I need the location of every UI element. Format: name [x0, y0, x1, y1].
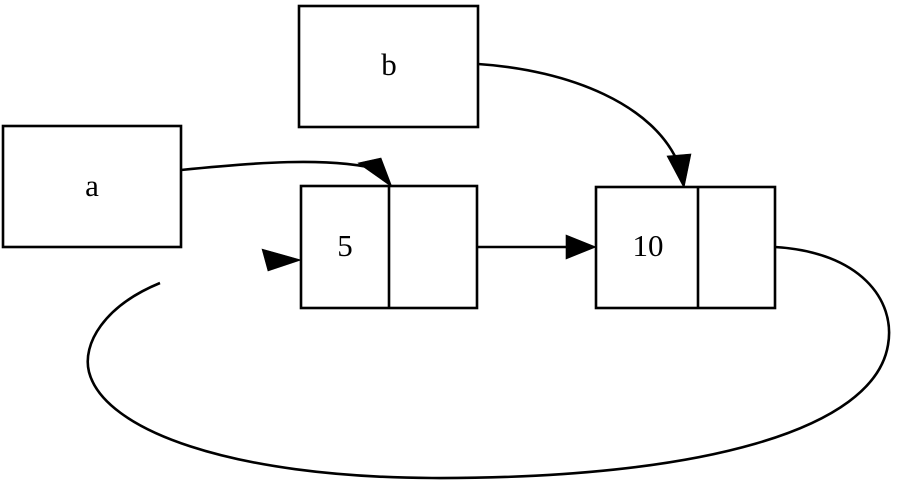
edge-node5-to-node10-group	[477, 234, 597, 260]
list-node-10-box[interactable]	[594, 185, 777, 310]
edge-a-to-node5-group	[180, 157, 393, 188]
edge-b-to-node10-line	[477, 62, 681, 166]
list-node-5[interactable]: 5	[299, 184, 479, 310]
pointer-variable-a[interactable]: a	[1, 124, 183, 249]
list-node-5-value: 5	[337, 228, 353, 263]
pointer-variable-b-label: b	[381, 47, 397, 82]
edge-node10-to-node5-group	[86, 245, 891, 480]
edge-a-to-node5-arrowhead	[357, 157, 393, 188]
edge-b-to-node10-group	[477, 62, 692, 189]
pointer-variable-a-box[interactable]	[1, 124, 183, 249]
pointer-variable-a-label: a	[85, 168, 99, 203]
edge-b-to-node10-arrowhead	[666, 153, 692, 189]
edge-node5-to-node10-arrowhead	[565, 234, 597, 260]
edge-node10-to-node5-loop	[86, 245, 891, 480]
list-node-10[interactable]: 10	[594, 185, 777, 310]
pointer-variable-b[interactable]: b	[297, 4, 480, 129]
list-node-10-value: 10	[633, 228, 664, 263]
edge-a-to-node5-line	[180, 160, 382, 172]
edge-node10-to-node5-arrowhead	[261, 248, 303, 272]
pointer-variable-b-box[interactable]	[297, 4, 480, 129]
